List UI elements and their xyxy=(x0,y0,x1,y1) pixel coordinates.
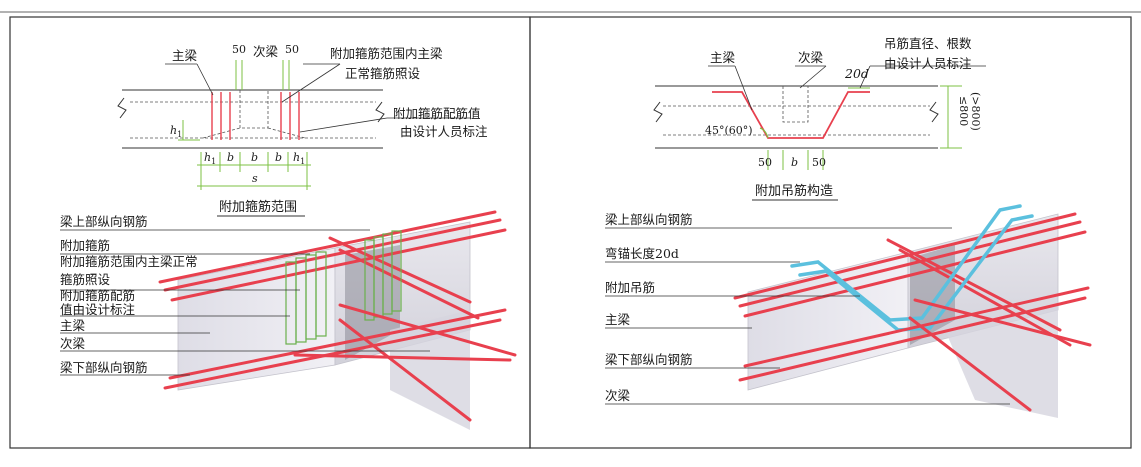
break-line-icon xyxy=(929,101,939,123)
secondary-beam-body xyxy=(390,310,470,430)
dim-h1-right: h1 xyxy=(293,151,305,166)
top-rebars xyxy=(158,210,507,320)
break-line-icon xyxy=(375,101,385,123)
added-stirrups-right xyxy=(280,92,300,140)
label-main-beam: 主梁 xyxy=(172,48,198,63)
r-model-label-bend-anchor: 弯锚长度20d xyxy=(605,246,679,261)
break-line-icon xyxy=(117,97,127,119)
r-secondary-beam-body xyxy=(945,306,1058,418)
stirrup-elevation-drawing: 主梁 50 次梁 50 附加箍筋范围内主梁 正常箍筋照设 附加箍筋配筋值 由设计… xyxy=(117,43,488,190)
model-label-design-line1: 附加箍筋配筋 xyxy=(60,288,135,303)
note-hanger-line1: 吊筋直径、根数 xyxy=(884,36,972,51)
r-model-leaders xyxy=(605,227,1010,405)
dim-b-1: b xyxy=(227,151,234,164)
label-angle: 45°(60°) xyxy=(705,124,753,137)
dimension-chain xyxy=(178,120,311,190)
model-label-top-rebar: 梁上部纵向钢筋 xyxy=(60,214,148,229)
dim-b-2: b xyxy=(275,151,282,164)
r-model-label-main-beam: 主梁 xyxy=(605,312,631,327)
note-design-line2: 由设计人员标注 xyxy=(400,124,488,139)
r-leader-lines xyxy=(708,65,986,111)
break-line-icon xyxy=(653,101,663,123)
secondary-beam-outline xyxy=(239,90,269,129)
added-stirrups-left xyxy=(211,92,231,140)
added-stirrups-model xyxy=(285,230,402,345)
r-model-label-hanger: 附加吊筋 xyxy=(605,280,655,295)
note-normal-stirrup-line2: 正常箍筋照设 xyxy=(345,66,421,81)
r-model-label-bottom-rebar: 梁下部纵向钢筋 xyxy=(605,352,693,367)
dim-b-mid: b xyxy=(251,151,258,164)
bottom-rebars xyxy=(163,303,517,422)
leader-lines xyxy=(165,63,470,133)
label-anchor-20d: 20d xyxy=(844,66,869,81)
stirrup-3d-model: 梁上部纵向钢筋 附加箍筋 附加箍筋范围内主梁正常 箍筋照设 附加箍筋配筋 值由设… xyxy=(60,210,517,430)
left-panel: 主梁 50 次梁 50 附加箍筋范围内主梁 正常箍筋照设 附加箍筋配筋值 由设计… xyxy=(9,16,531,449)
model-label-normal-line1: 附加箍筋范围内主梁正常 xyxy=(60,254,198,269)
r-dim-50-left: 50 xyxy=(758,156,772,169)
height-gt-800: (>800) xyxy=(969,92,982,131)
right-panel-frame xyxy=(529,16,1132,449)
r-model-label-top-rebar: 梁上部纵向钢筋 xyxy=(605,212,693,227)
model-label-bottom-rebar: 梁下部纵向钢筋 xyxy=(60,360,148,375)
dim-50-left: 50 xyxy=(232,43,246,56)
model-leaders xyxy=(60,229,430,376)
dim-h1-side: h1 xyxy=(170,124,182,139)
label-secondary-beam: 次梁 xyxy=(253,44,279,59)
hanger-3d-model: 梁上部纵向钢筋 弯锚长度20d 附加吊筋 主梁 梁下部纵向钢筋 次梁 xyxy=(605,204,1092,418)
r-dim-b: b xyxy=(791,156,798,169)
dim-50-right: 50 xyxy=(285,43,299,56)
r-label-secondary-beam: 次梁 xyxy=(798,50,824,65)
left-panel-title: 附加箍筋范围 xyxy=(219,199,297,215)
r-model-label-secondary-beam: 次梁 xyxy=(605,388,631,403)
r-dimension-marks xyxy=(767,85,962,170)
note-hanger-line2: 由设计人员标注 xyxy=(884,56,972,71)
model-label-added-stirrup: 附加箍筋 xyxy=(60,238,110,253)
r-label-main-beam: 主梁 xyxy=(710,50,736,65)
dim-s: s xyxy=(252,172,258,185)
angle-arc xyxy=(759,127,769,139)
note-normal-stirrup-line1: 附加箍筋范围内主梁 xyxy=(330,46,443,61)
note-design-line1: 附加箍筋配筋值 xyxy=(393,106,481,121)
r-dim-50-right: 50 xyxy=(812,156,826,169)
dim-50-arrows xyxy=(235,60,290,90)
h1-slope-left xyxy=(202,127,241,139)
model-label-normal-line2: 箍筋照设 xyxy=(60,272,111,287)
hanger-bar-elevation xyxy=(712,91,870,139)
model-label-secondary-beam: 次梁 xyxy=(60,336,86,351)
right-panel-title: 附加吊筋构造 xyxy=(755,183,833,199)
r-bottom-rebars xyxy=(738,286,1092,412)
dim-h1-left: h1 xyxy=(204,151,216,166)
right-panel: 主梁 次梁 吊筋直径、根数 由设计人员标注 20d 45°(60°) 50 b … xyxy=(529,16,1132,449)
height-le-800: ≤800 xyxy=(957,96,970,126)
r-top-rebars xyxy=(733,212,1087,347)
r-secondary-beam-outline xyxy=(782,86,809,123)
model-label-main-beam: 主梁 xyxy=(60,318,86,333)
hanger-elevation-drawing: 主梁 次梁 吊筋直径、根数 由设计人员标注 20d 45°(60°) 50 b … xyxy=(653,36,986,170)
model-label-design-line2: 值由设计标注 xyxy=(60,302,136,317)
